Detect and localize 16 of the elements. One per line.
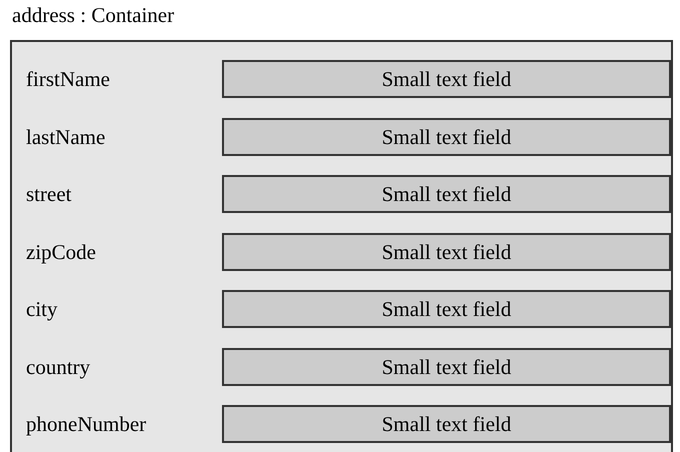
text-field: Small text field [222, 232, 671, 270]
field-label: zipCode [26, 238, 96, 266]
field-label: city [26, 296, 58, 323]
field-label: phoneNumber [26, 411, 146, 438]
form-panel [10, 40, 673, 452]
panel-title: address : Container [12, 2, 174, 28]
field-label: lastName [26, 124, 106, 150]
field-label: street [26, 181, 72, 208]
field-label: firstName [26, 66, 110, 93]
text-field: Small text field [222, 348, 671, 386]
text-field: Small text field [222, 118, 671, 156]
text-field: Small text field [222, 405, 671, 443]
text-field: Small text field [222, 175, 671, 213]
text-field: Small text field [222, 60, 671, 98]
text-field: Small text field [222, 290, 671, 328]
field-label: country [26, 354, 90, 380]
